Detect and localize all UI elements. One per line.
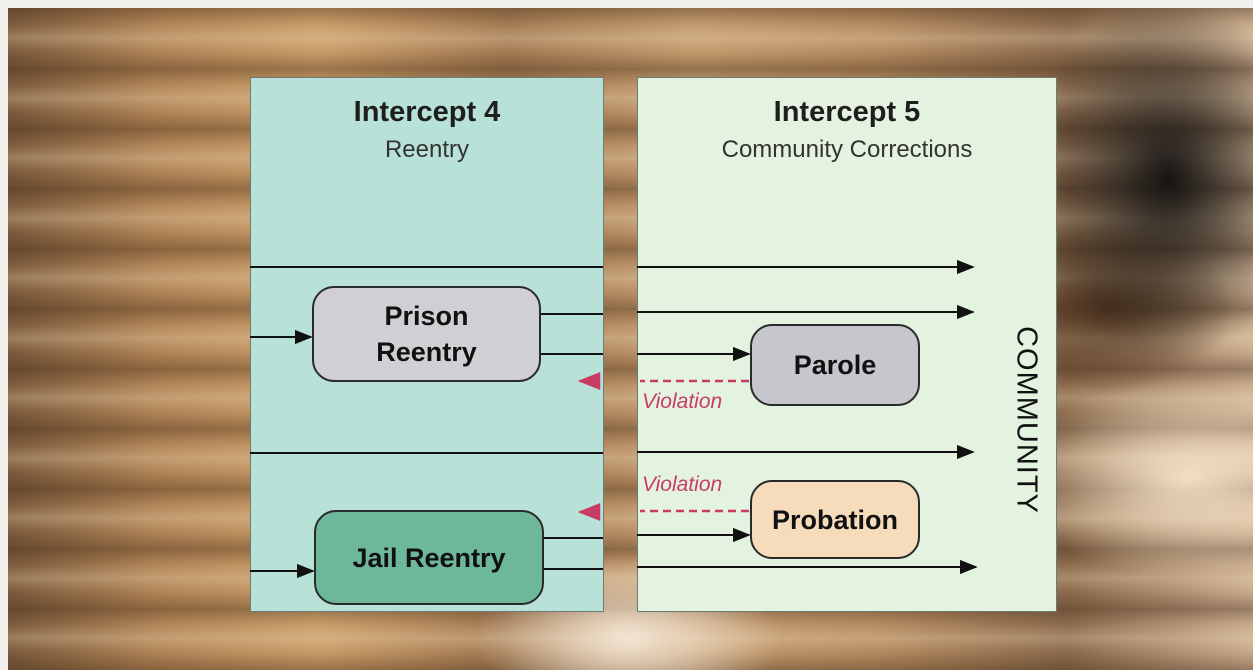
prison-reentry-box: Prison Reentry — [312, 286, 541, 382]
community-label: COMMUNITY — [1010, 326, 1043, 514]
prison-reentry-label-line1: Prison — [384, 301, 469, 331]
parole-box: Parole — [750, 324, 920, 406]
jail-reentry-box: Jail Reentry — [314, 510, 544, 605]
probation-label: Probation — [772, 504, 898, 535]
intercept-5-subtitle: Community Corrections — [721, 136, 973, 163]
probation-box: Probation — [750, 480, 920, 559]
probation-violation-label: Violation — [642, 473, 723, 496]
intercept-4-title: Intercept 4 — [353, 96, 501, 128]
background-photo — [8, 8, 1253, 670]
intercept-5-title: Intercept 5 — [773, 96, 921, 128]
jail-reentry-label: Jail Reentry — [352, 542, 506, 573]
parole-label: Parole — [793, 350, 877, 380]
intercept-4-subtitle: Reentry — [384, 136, 470, 163]
prison-reentry-label-line2: Reentry — [376, 337, 477, 367]
parole-violation-label: Violation — [642, 390, 723, 413]
